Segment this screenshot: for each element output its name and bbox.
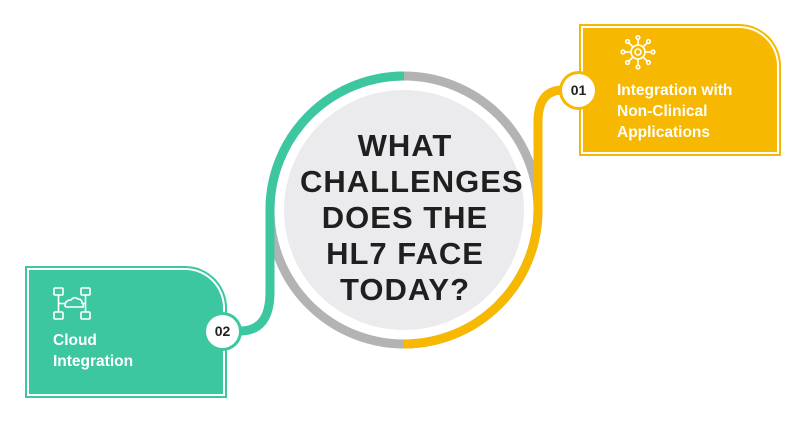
center-title-line: WHAT [357, 128, 453, 163]
challenge-title-line: Non-Clinical [617, 103, 708, 120]
challenge-title-line: Integration with [617, 82, 733, 99]
center-title: WHAT CHALLENGES DOES THE HL7 FACE TODAY? [300, 128, 524, 308]
cloud-network-icon [53, 287, 91, 320]
challenge-title: Cloud Integration [53, 330, 213, 372]
challenge-card-02: Cloud Integration [29, 270, 223, 394]
green-connector [235, 205, 275, 336]
center-title-line: DOES THE [321, 200, 489, 235]
network-gear-icon [620, 35, 656, 70]
challenge-title-line: Integration [53, 353, 134, 370]
center-title-line: CHALLENGES [300, 164, 524, 199]
challenge-title: Integration with Non-Clinical Applicatio… [617, 80, 777, 143]
center-circle [284, 90, 524, 330]
challenge-card-01: Integration with Non-Clinical Applicatio… [583, 28, 777, 152]
challenge-number-badge: 01 [562, 74, 595, 107]
center-title-line: TODAY? [339, 272, 471, 307]
challenge-number-badge: 02 [206, 315, 239, 348]
green-ring-arc [265, 71, 405, 211]
center-title-line: HL7 FACE [326, 236, 484, 271]
yellow-connector [533, 85, 568, 215]
challenge-title-line: Cloud [53, 332, 97, 349]
challenge-title-line: Applications [617, 124, 711, 141]
yellow-ring-arc [403, 209, 543, 349]
